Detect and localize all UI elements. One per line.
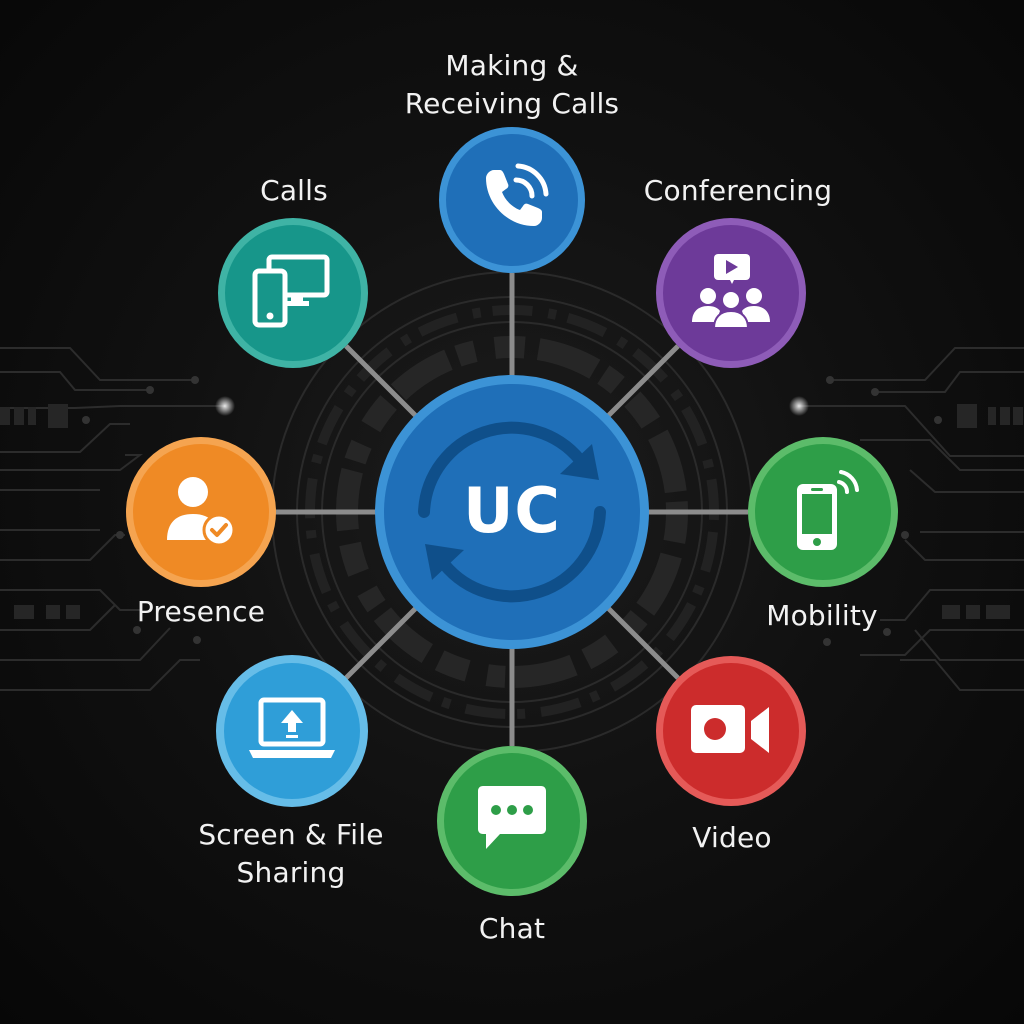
label-line-1: Conferencing bbox=[643, 174, 833, 207]
label-line-1: Screen & File bbox=[198, 818, 384, 851]
label-line-1: Calls bbox=[260, 174, 328, 207]
label-line-1: Video bbox=[692, 821, 772, 854]
circuit-nodes-left bbox=[82, 376, 201, 644]
user-check-icon bbox=[167, 477, 236, 547]
circuit-blocks-left bbox=[0, 404, 80, 619]
phone-ringing-icon bbox=[486, 163, 549, 226]
node-making-receiving-calls[interactable] bbox=[439, 127, 585, 273]
label-line-1: Mobility bbox=[766, 599, 878, 632]
circuit-traces-right bbox=[800, 347, 1024, 691]
label-making-receiving-calls: Making & Receiving Calls bbox=[405, 47, 619, 123]
node-conferencing[interactable] bbox=[656, 218, 806, 368]
sync-arrows-icon bbox=[418, 421, 606, 603]
label-screen-file-sharing: Screen & File Sharing bbox=[198, 816, 383, 892]
node-calls[interactable] bbox=[218, 218, 368, 368]
chat-bubble-icon bbox=[478, 786, 546, 849]
node-presence[interactable] bbox=[126, 437, 276, 587]
label-chat: Chat bbox=[479, 910, 545, 948]
node-mobility[interactable] bbox=[748, 437, 898, 587]
label-video: Video bbox=[692, 819, 771, 857]
glow-dot-right bbox=[789, 396, 809, 416]
label-line-2: Receiving Calls bbox=[404, 87, 620, 120]
label-mobility: Mobility bbox=[766, 597, 878, 635]
label-presence: Presence bbox=[137, 593, 265, 631]
circuit-blocks-right bbox=[942, 404, 1023, 619]
phone-and-monitor-icon bbox=[252, 254, 330, 328]
hub-label: UC bbox=[463, 474, 561, 548]
mobile-signal-icon bbox=[797, 470, 859, 550]
uc-hub[interactable]: UC bbox=[375, 375, 649, 649]
circuit-nodes-right bbox=[823, 376, 942, 646]
connector-spokes bbox=[275, 273, 748, 746]
node-screen-file-sharing[interactable] bbox=[216, 655, 368, 807]
label-line-1: Chat bbox=[478, 912, 546, 945]
label-line-1: Presence bbox=[136, 595, 266, 628]
group-video-icon bbox=[692, 254, 770, 329]
label-calls: Calls bbox=[260, 172, 328, 210]
node-chat[interactable] bbox=[437, 746, 587, 896]
label-line-2: Sharing bbox=[236, 856, 346, 889]
video-camera-icon bbox=[691, 705, 769, 753]
node-video[interactable] bbox=[656, 656, 806, 806]
label-conferencing: Conferencing bbox=[644, 172, 832, 210]
label-line-1: Making & bbox=[445, 49, 579, 82]
glow-dot-left bbox=[215, 396, 235, 416]
laptop-upload-icon bbox=[249, 697, 335, 758]
